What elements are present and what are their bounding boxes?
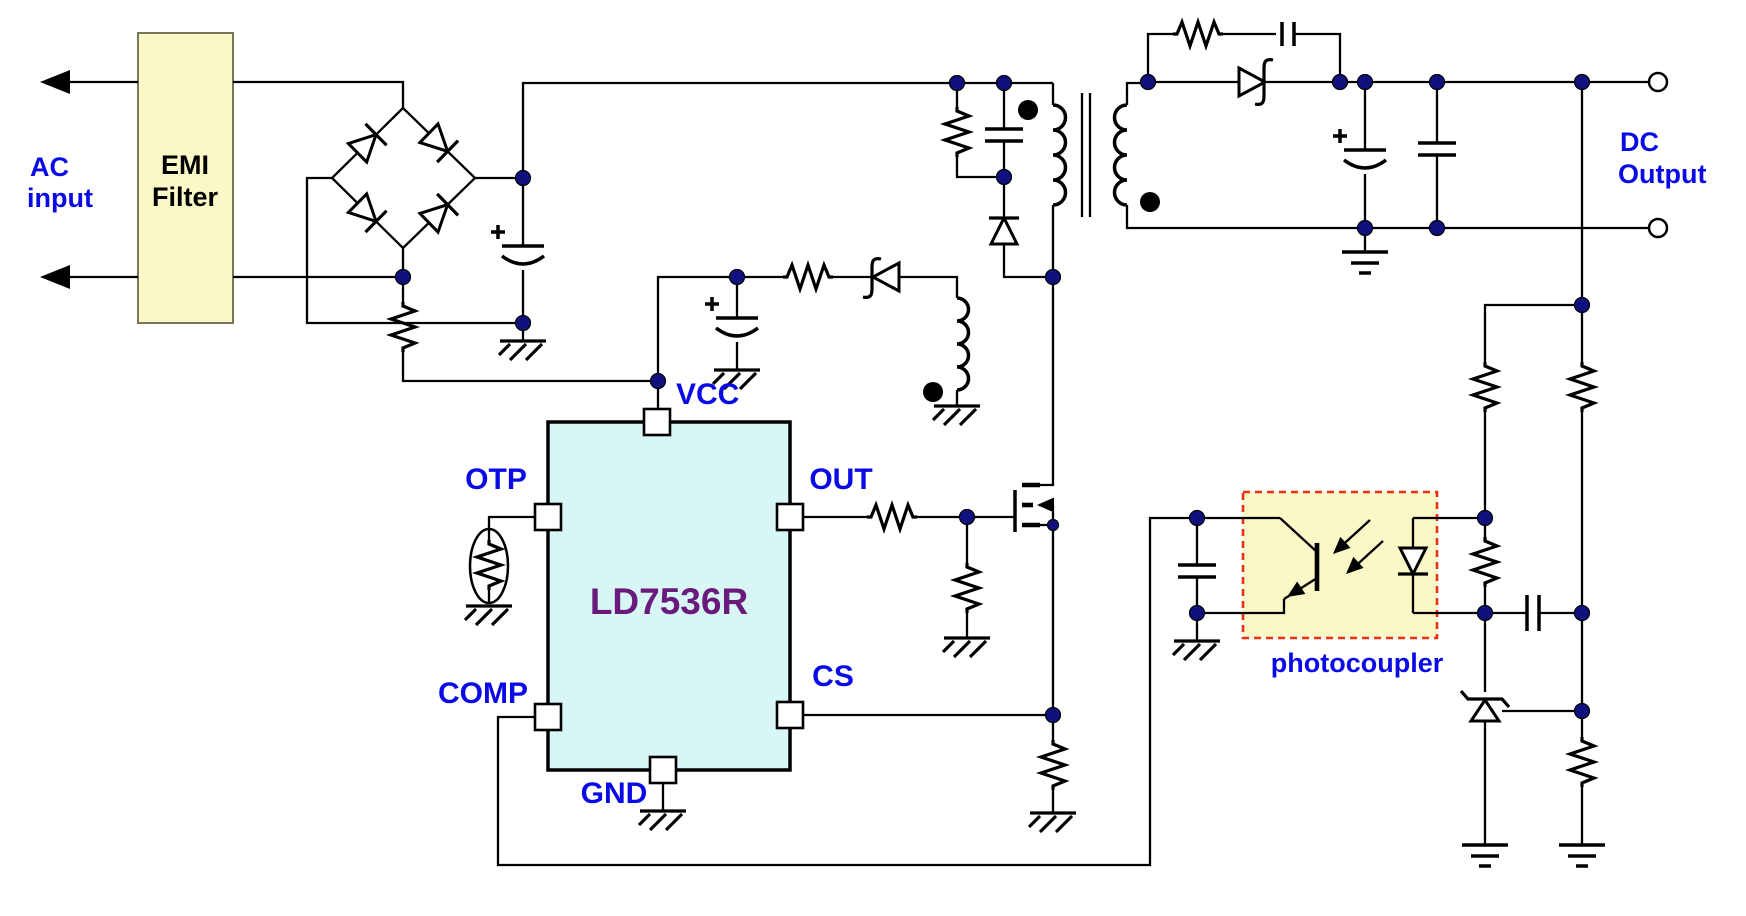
ground-icon xyxy=(1171,639,1222,662)
output-electrolytic-capacitor xyxy=(1331,127,1388,170)
output-ceramic-capacitor xyxy=(1416,141,1458,157)
ground-icon xyxy=(1027,811,1078,834)
ground-icon xyxy=(637,809,688,832)
divider-lower-resistor xyxy=(1568,735,1596,789)
gate-pulldown-resistor xyxy=(953,561,981,615)
clamp-resistor xyxy=(943,105,971,159)
ac-input-label-line2: input xyxy=(27,183,93,213)
ic-pin-vcc xyxy=(642,407,672,437)
photocoupler-light-arrows xyxy=(1327,519,1384,580)
clamp-capacitor xyxy=(983,127,1025,143)
ground-icon xyxy=(497,339,548,362)
text-labels: AC input EMI Filter VCC OTP OUT COMP CS … xyxy=(27,127,1706,810)
ac-input-arrows xyxy=(40,70,138,289)
primary-winding xyxy=(1052,103,1068,207)
ground-icon xyxy=(931,404,982,427)
primary-phase-dot xyxy=(1018,100,1038,120)
ic-name-label: LD7536R xyxy=(590,581,748,622)
startup-resistor xyxy=(389,300,417,354)
photocoupler-transistor xyxy=(1197,517,1320,615)
pin-label-out: OUT xyxy=(809,463,872,496)
ground-icon xyxy=(463,604,514,627)
ic-pin-comp xyxy=(533,702,563,732)
secondary-snubber-resistor xyxy=(1171,20,1225,48)
secondary-winding xyxy=(1112,103,1128,207)
comp-capacitor xyxy=(1176,563,1218,579)
current-sense-resistor xyxy=(1039,738,1067,792)
circuit-wires xyxy=(233,32,1649,867)
ic-ld7536r xyxy=(533,407,805,785)
vcc-schottky-diode xyxy=(862,257,901,299)
dc-output-terminal-positive xyxy=(1647,71,1669,93)
emi-filter-box xyxy=(137,32,234,324)
ac-input-label-line1: AC xyxy=(30,152,69,182)
aux-phase-dot xyxy=(923,382,943,402)
junction-nodes xyxy=(394,73,1591,724)
vcc-capacitor xyxy=(703,295,760,338)
shunt-regulator-zener xyxy=(1459,689,1511,723)
emi-filter-label-line2: Filter xyxy=(152,182,219,212)
dc-output-terminal-negative xyxy=(1647,217,1669,239)
secondary-snubber-capacitor xyxy=(1280,22,1296,46)
arrow-left-icon xyxy=(40,70,70,94)
pin-label-vcc: VCC xyxy=(676,378,739,411)
feedback-capacitor xyxy=(1525,595,1541,631)
bridge-rectifier xyxy=(330,106,477,250)
transformer xyxy=(1018,93,1160,217)
mosfet-body-arrow-icon xyxy=(1037,497,1054,513)
clamp-diode xyxy=(987,216,1021,246)
led-parallel-resistor xyxy=(1471,535,1499,589)
ground-icon xyxy=(941,636,992,659)
mosfet xyxy=(1013,482,1055,715)
arrow-left-icon xyxy=(40,265,70,289)
photocoupler-label: photocoupler xyxy=(1271,648,1444,678)
vcc-series-resistor xyxy=(781,263,835,291)
earth-ground-icon xyxy=(1340,250,1390,275)
ic-pin-gnd xyxy=(648,755,678,785)
emi-filter-label-line1: EMI xyxy=(161,150,209,180)
output-rectifier-schottky-diode xyxy=(1237,58,1274,106)
dc-output-label-line2: Output xyxy=(1618,159,1706,189)
secondary-phase-dot xyxy=(1140,192,1160,212)
divider-upper-resistor xyxy=(1568,360,1596,414)
earth-ground-icon xyxy=(1557,843,1607,868)
otp-thermistor xyxy=(468,527,510,605)
ic-pin-out xyxy=(775,502,805,532)
pin-label-otp: OTP xyxy=(465,463,527,496)
earth-ground-icon xyxy=(1460,843,1510,868)
ic-pin-cs xyxy=(775,700,805,730)
pin-label-gnd: GND xyxy=(581,777,648,810)
pin-label-comp: COMP xyxy=(438,677,528,710)
bulk-capacitor xyxy=(489,223,546,266)
gate-resistor xyxy=(865,503,919,531)
feedback-bias-resistor xyxy=(1471,360,1499,414)
ic-pin-otp xyxy=(533,502,563,532)
aux-winding xyxy=(923,296,971,402)
pin-label-cs: CS xyxy=(812,660,854,693)
dc-output-label-line1: DC xyxy=(1620,127,1659,157)
